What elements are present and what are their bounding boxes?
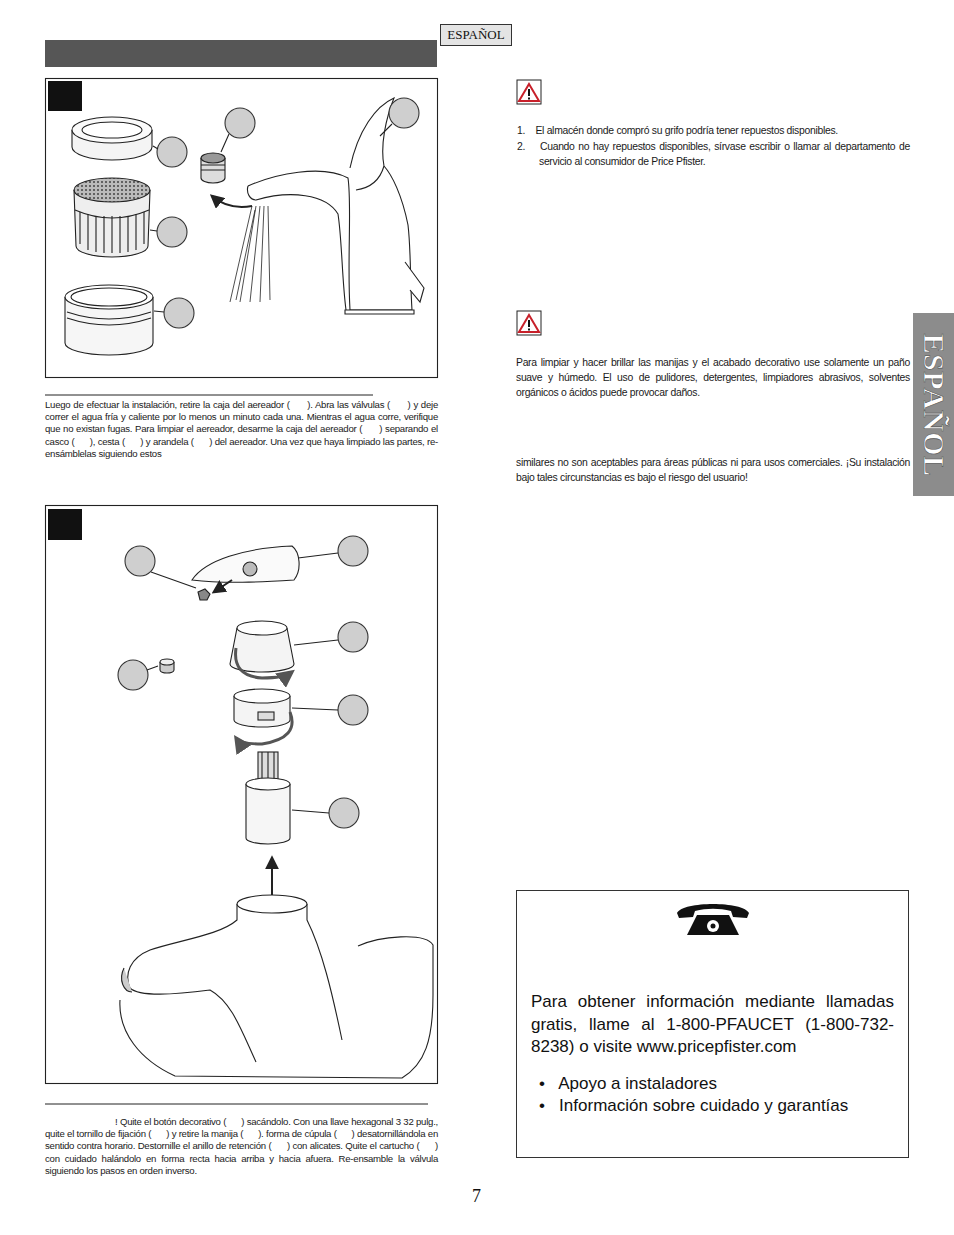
phone-icon	[673, 899, 753, 939]
warning-text: similares no son aceptables para áreas p…	[516, 455, 910, 485]
heading-rule	[45, 395, 373, 396]
warning-icon	[517, 311, 541, 335]
header-bar	[45, 40, 437, 67]
language-tag: ESPAÑOL	[440, 24, 512, 46]
instruction-text: ! Quite el botón decorativo ( ) sacándol…	[45, 1116, 438, 1177]
contact-box: Para obtener información mediante llamad…	[516, 890, 909, 1158]
language-label: ESPAÑOL	[917, 333, 951, 476]
list-item: 1. El almacén donde compró su grifo podr…	[517, 123, 910, 138]
figure-cartridge	[46, 506, 438, 1084]
contact-text: Para obtener información mediante llamad…	[531, 991, 894, 1059]
list-item: 2. Cuando no hay repuestos disponibles, …	[517, 139, 910, 169]
warning-icon	[517, 80, 541, 104]
care-text: Para limpiar y hacer brillar las manijas…	[516, 355, 910, 400]
language-side-tab: ESPAÑOL	[913, 313, 954, 496]
heading-rule	[45, 1104, 428, 1105]
figure-aerator	[46, 79, 438, 378]
bullet-item: • Información sobre cuidado y garantías	[531, 1095, 894, 1118]
language-label: ESPAÑOL	[441, 25, 511, 45]
page-number: 7	[472, 1186, 492, 1207]
bullet-item: • Apoyo a instaladores	[531, 1073, 894, 1096]
instruction-text: Luego de efectuar la instalación, retire…	[45, 399, 438, 460]
